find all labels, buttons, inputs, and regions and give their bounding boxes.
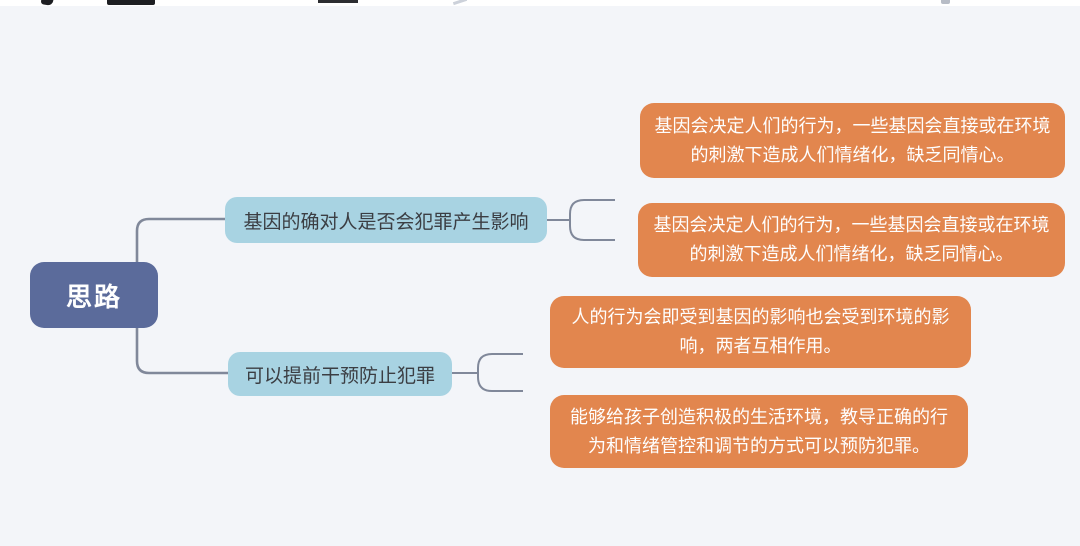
branch-node-1[interactable]: 基因的确对人是否会犯罪产生影响: [225, 197, 547, 243]
leaf-node-3[interactable]: 人的行为会即受到基因的影响也会受到环境的影响，两者互相作用。: [550, 296, 971, 368]
cropped-toolbar-icon: [452, 0, 468, 6]
cropped-toolbar-icon: [941, 0, 950, 4]
cropped-toolbar-icon: [107, 0, 155, 5]
cropped-toolbar-icon: [318, 0, 358, 3]
branch2-bracket: [477, 353, 523, 392]
cropped-toolbar: [0, 0, 1080, 6]
branch1-bracket: [569, 199, 615, 241]
leaf-node-2[interactable]: 基因会决定人们的行为，一些基因会直接或在环境的刺激下造成人们情绪化，缺乏同情心。: [638, 203, 1065, 277]
branch-node-2[interactable]: 可以提前干预防止犯罪: [228, 352, 452, 396]
leaf-node-1[interactable]: 基因会决定人们的行为，一些基因会直接或在环境的刺激下造成人们情绪化，缺乏同情心。: [640, 103, 1065, 178]
cropped-toolbar-icon: [40, 0, 54, 6]
root-node[interactable]: 思路: [30, 262, 158, 328]
leaf-node-4[interactable]: 能够给孩子创造积极的生活环境，教导正确的行为和情绪管控和调节的方式可以预防犯罪。: [550, 395, 968, 468]
